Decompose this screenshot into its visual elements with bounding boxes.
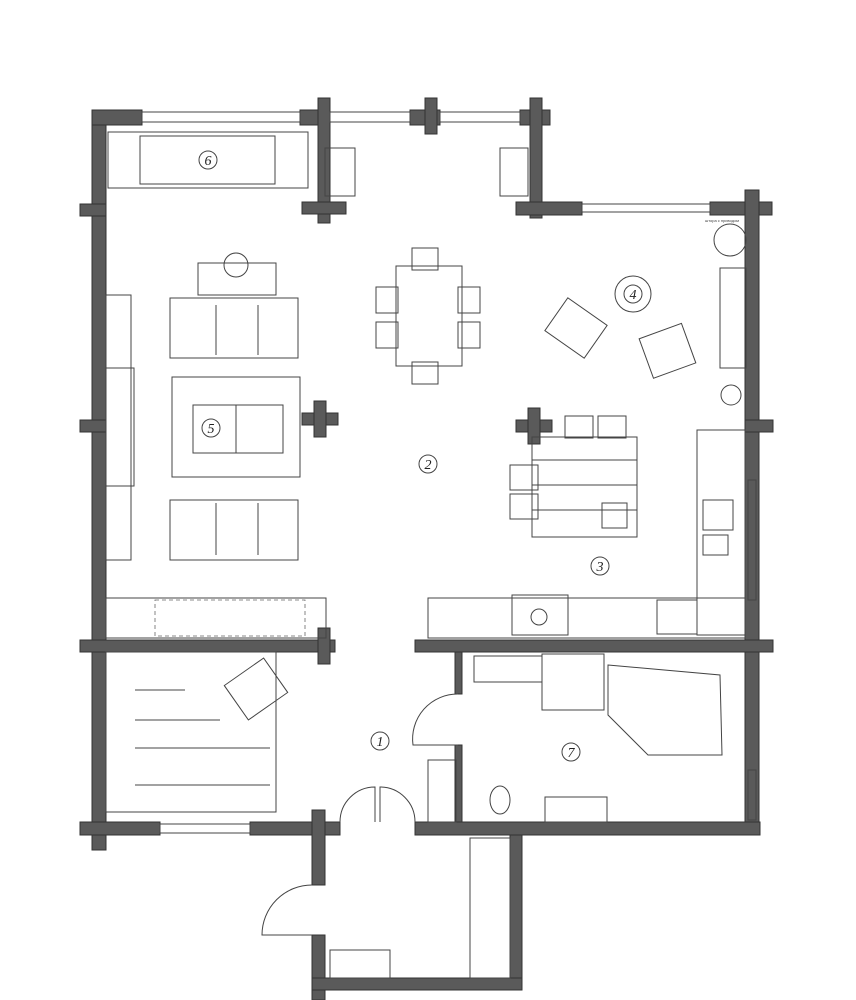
room-6-label: 6 bbox=[198, 150, 218, 170]
room-3-label: 3 bbox=[590, 556, 610, 576]
walls bbox=[79, 97, 774, 1000]
svg-text:2: 2 bbox=[425, 458, 432, 473]
room-2-label: 2 bbox=[418, 454, 438, 474]
room-1-label: 1 bbox=[370, 731, 390, 751]
svg-text:1: 1 bbox=[377, 735, 384, 750]
furniture bbox=[105, 131, 747, 979]
room-5-label: 5 bbox=[201, 418, 221, 438]
windows bbox=[141, 111, 757, 834]
curtain-note: штора с приводом bbox=[705, 218, 739, 223]
svg-text:5: 5 bbox=[208, 422, 215, 437]
svg-text:3: 3 bbox=[596, 560, 604, 575]
room-labels: 6 4 5 2 3 1 7 штора с приводом bbox=[198, 150, 739, 762]
room-4-label: 4 bbox=[623, 284, 643, 304]
svg-text:4: 4 bbox=[630, 288, 637, 303]
svg-text:7: 7 bbox=[568, 746, 576, 761]
room-7-label: 7 bbox=[561, 742, 581, 762]
svg-text:6: 6 bbox=[205, 154, 212, 169]
